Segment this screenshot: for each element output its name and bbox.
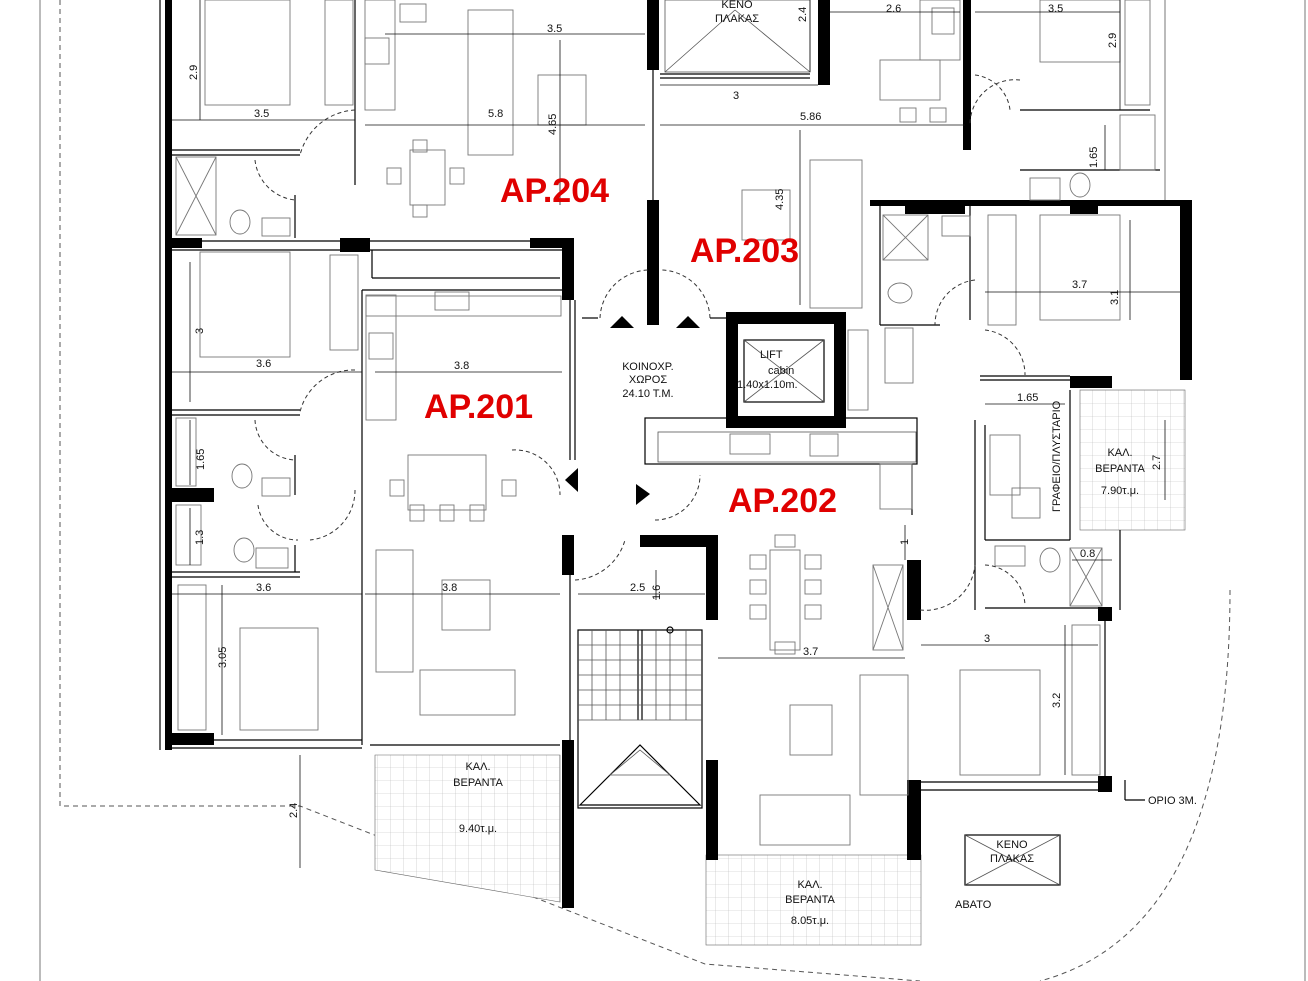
office-label: ΓΡΑΦΕΙΟ/ΠΛΥΣΤΑΡΙΟ [1051,400,1063,512]
dimension-label: 3.5 [254,108,269,120]
dimension-label: 3 [733,90,739,102]
dimension-label: 2.6 [886,3,901,15]
void-top-label: ΚΕΝΟ [721,0,753,11]
dimension-label: 3.8 [442,582,457,594]
dimension-label: 2.4 [288,803,300,818]
dimension-label: 3.5 [1048,3,1063,15]
dimension-label: 0.8 [1080,548,1095,560]
dimension-label: 1.65 [1017,392,1038,404]
dimension-label: 1.65 [1088,147,1100,168]
veranda-ap202-label: ΚΑΛ. [797,879,822,891]
common-area-size: 24.10 Τ.Μ. [622,388,673,400]
dimension-label: 4.65 [547,114,559,135]
furniture [175,0,1156,846]
dimension-label: 1.3 [194,530,206,545]
dimension-label: 3.1 [1109,290,1121,305]
dimension-labels: 2.9 3.5 3.5 5.8 4.65 2.4 3 2.6 3.5 2.9 5… [188,3,1163,818]
lift-label: LIFT [760,349,783,361]
dimension-label: 3.6 [256,582,271,594]
entrance-markers [565,316,726,505]
dimension-label: 1.65 [195,449,207,470]
dimension-label: 3.7 [1072,279,1087,291]
veranda-ap201-area: 9.40τ.μ. [459,823,497,835]
walls [159,0,1192,908]
veranda-ap201-label-2: ΒΕΡΑΝΤΑ [453,777,503,789]
verandas [374,389,1186,946]
dimension-label: 1.6 [651,585,663,600]
veranda-ap202-area: 8.05τ.μ. [791,915,829,927]
dimension-label: 2.5 [630,582,645,594]
veranda-ap203-area: 7.90τ.μ. [1101,485,1139,497]
void-top-label-2: ΠΛΑΚΑΣ [715,13,759,25]
apartment-label-ap204: AP.204 [500,172,609,210]
dimension-label: 3.6 [256,358,271,370]
limit-label: ΟΡΙΟ 3Μ. [1148,795,1197,807]
dimension-label: 4.35 [774,189,786,210]
dimension-label: 2.9 [188,65,200,80]
veranda-ap202-label-2: ΒΕΡΑΝΤΑ [785,894,835,906]
lift-cabin [743,339,825,403]
veranda-ap203-label-2: ΒΕΡΑΝΤΑ [1095,463,1145,475]
dimension-label: 2.7 [1151,455,1163,470]
dimension-label: 2.4 [797,7,809,22]
lift-cabin-label: cabin [768,365,794,377]
dimension-label: 1 [899,539,911,545]
veranda-ap202 [705,854,922,946]
voids [664,0,1061,886]
common-area-label: ΚΟΙΝΟΧΡ. [622,361,673,373]
void-bottom-label-2: ΠΛΑΚΑΣ [990,853,1034,865]
void-bottom-label: ΚΕΝΟ [996,839,1028,851]
apartment-label-ap201: AP.201 [424,388,533,426]
dimension-label: 3.5 [547,23,562,35]
lift-cabin-size: 1.40x1.10m. [737,379,798,391]
common-area-label-2: ΧΩΡΟΣ [629,374,667,386]
dimension-label: 3.7 [803,646,818,658]
veranda-ap201-label: ΚΑΛ. [465,761,490,773]
partitions [172,0,1160,610]
dimension-label: 3.2 [1051,693,1063,708]
dimension-label: 3 [984,633,990,645]
dimension-lines [172,0,1180,868]
dimension-label: 3.8 [454,360,469,372]
dimension-label: 2.9 [1107,33,1119,48]
veranda-ap203 [1079,389,1186,531]
door-swings [254,74,1026,611]
veranda-ap203-label: ΚΑΛ. [1107,447,1132,459]
dimension-label: 3 [194,328,206,334]
abato-label: ΑΒΑΤΟ [955,899,992,911]
staircase [577,626,703,809]
dimension-label: 5.8 [488,108,503,120]
apartment-label-ap202: AP.202 [728,482,837,520]
apartment-label-ap203: AP.203 [690,232,799,270]
dimension-label: 5.86 [800,111,821,123]
veranda-ap201 [374,754,561,903]
dimension-label: 3.05 [217,647,229,668]
